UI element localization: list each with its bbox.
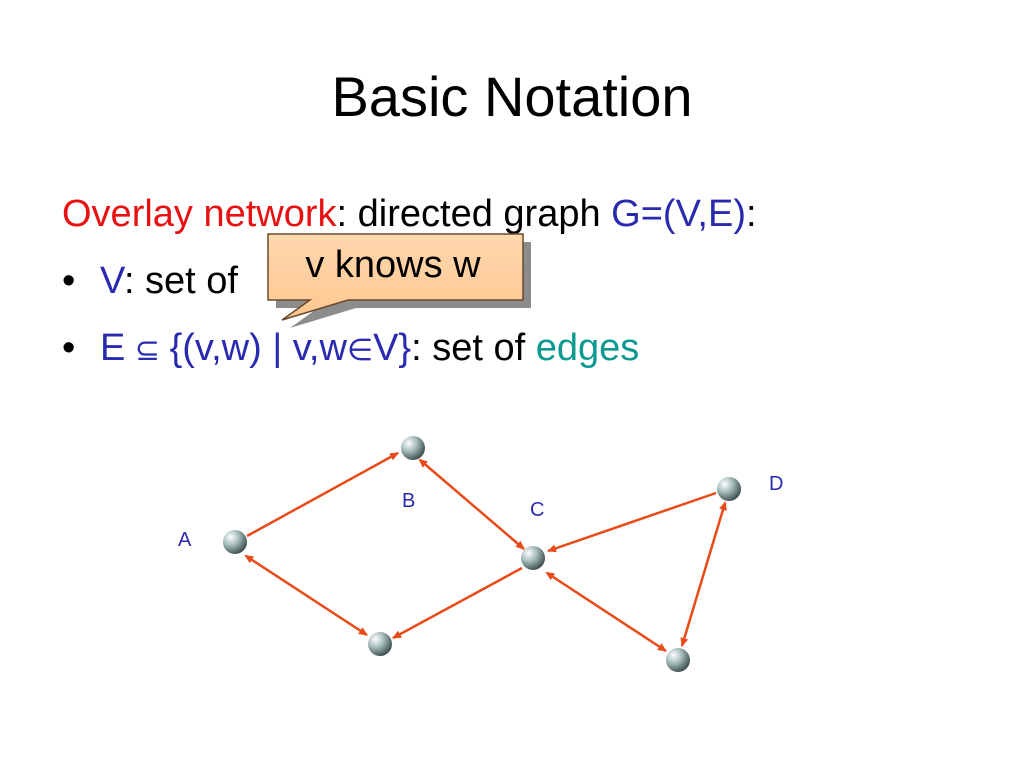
bullet-edges: • E ⊆ {(v,w) | v,w∈V}: set of edges bbox=[62, 324, 639, 375]
edge-c-to-bottom bbox=[392, 566, 523, 640]
edge-set-close: V} bbox=[373, 327, 412, 369]
callout-shape bbox=[267, 233, 531, 328]
bullet-vertices: • V: set of bbox=[62, 257, 238, 305]
slide-title: Basic Notation bbox=[331, 65, 693, 128]
edge-d-to-c bbox=[547, 491, 717, 553]
node-label-b: B bbox=[402, 490, 415, 512]
vertex-set-symbol: V bbox=[100, 260, 124, 302]
bullet-icon: • bbox=[62, 260, 76, 302]
node-label-c: C bbox=[530, 499, 544, 521]
graph-node-labels: A B C D bbox=[178, 473, 783, 551]
callout: v knows w bbox=[256, 228, 546, 338]
node-d bbox=[717, 477, 741, 501]
node-c bbox=[521, 546, 545, 570]
edges-term: edges bbox=[535, 327, 640, 369]
edge-a-to-b bbox=[246, 451, 399, 538]
edge-b-c bbox=[418, 458, 525, 550]
edge-d-bottom-right bbox=[680, 501, 727, 647]
subset-symbol: ⊆ bbox=[125, 333, 170, 368]
callout-text: v knows w bbox=[305, 244, 481, 286]
edge-c-bottom-right bbox=[545, 571, 667, 653]
graph-edges bbox=[244, 451, 727, 653]
definition-colon: : bbox=[336, 193, 348, 235]
definition-line: Overlay network: directed graph G=(V,E): bbox=[62, 190, 757, 238]
node-bottom bbox=[368, 632, 392, 656]
definition-text: directed graph bbox=[347, 193, 612, 235]
edge-set-symbol: E bbox=[100, 327, 126, 369]
node-a bbox=[223, 530, 247, 554]
node-b bbox=[401, 436, 425, 460]
graph-nodes bbox=[223, 436, 741, 672]
edge-set-text: : set of bbox=[411, 327, 536, 369]
definition-end-colon: : bbox=[746, 193, 757, 235]
overlay-network-term: Overlay network bbox=[62, 193, 337, 235]
vertex-set-text: : set of bbox=[123, 260, 238, 302]
callout-bubble bbox=[267, 233, 524, 321]
graph-notation: G=(V,E) bbox=[611, 193, 746, 235]
bullet-icon: • bbox=[62, 327, 76, 369]
node-label-a: A bbox=[178, 529, 192, 551]
edge-set-open: {(v,w) | v,w bbox=[169, 327, 347, 369]
node-label-d: D bbox=[769, 473, 783, 495]
element-of-symbol: ∈ bbox=[346, 333, 374, 368]
node-bottom-right bbox=[666, 648, 690, 672]
edge-a-bottom bbox=[244, 554, 368, 637]
